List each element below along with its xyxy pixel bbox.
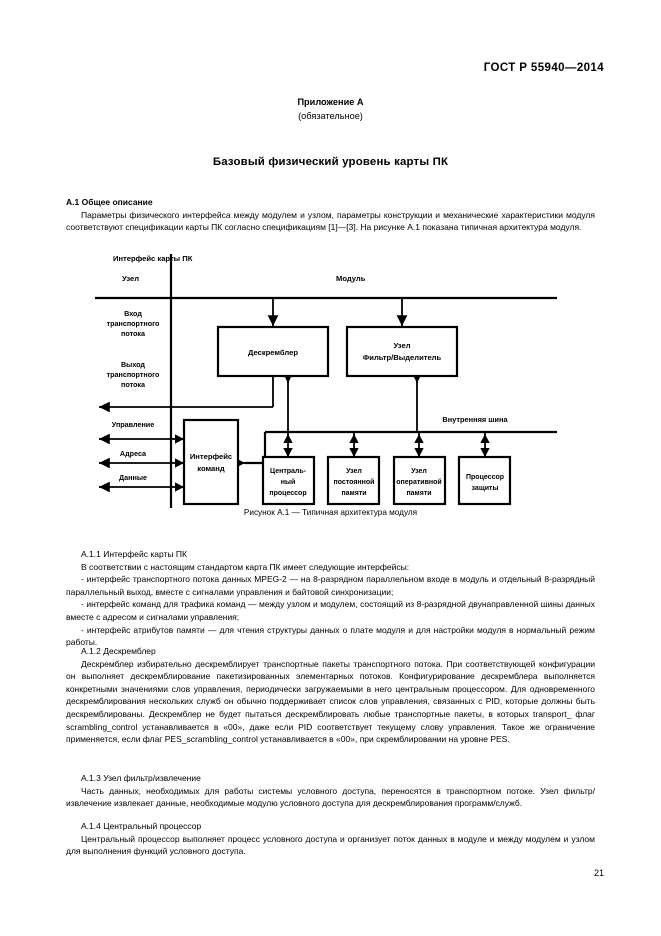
label-address: Адреса: [120, 449, 147, 458]
figure-label-node: Узел: [122, 274, 139, 283]
section-a12: А.1.2 Дескремблер Дескремблер избиратель…: [66, 645, 595, 746]
section-a13-paragraph: Часть данных, необходимых для работы сис…: [66, 785, 595, 809]
box-label-rom-l2: постоянной: [334, 478, 375, 486]
section-a14-paragraph: Центральный процессор выполняет процесс …: [66, 833, 595, 857]
section-a11-bullet-3: - интерфейс атрибутов памяти — для чтени…: [66, 624, 595, 648]
box-label-secproc-l2: защиты: [472, 485, 499, 492]
section-a12-paragraph: Дескремблер избирательно дескремблирует …: [66, 658, 595, 745]
section-a14: А.1.4 Центральный процессор Центральный …: [66, 820, 595, 858]
box-filter-node: [345, 325, 459, 378]
label-data: Данные: [119, 473, 147, 482]
section-a11-bullet-2: - интерфейс команд для трафика команд — …: [66, 599, 595, 622]
figure-label-module: Модуль: [336, 274, 366, 283]
label-ts-input-l1: Вход: [124, 309, 142, 318]
box-label-secproc-l1: Процессор: [466, 474, 504, 481]
label-ts-output-l2: транспортного: [107, 370, 160, 379]
figure-a1: Интерфейс карты ПК Узел Модуль Вход тран…: [0, 250, 661, 535]
standard-header: ГОСТ Р 55940—2014: [483, 62, 604, 74]
figure-interface-label: Интерфейс карты ПК: [113, 254, 193, 263]
appendix-title: Приложение А: [297, 97, 364, 107]
page-title: Базовый физический уровень карты ПК: [212, 156, 449, 168]
box-label-rom-l3: памяти: [341, 490, 366, 497]
box-label-cmdif-l2: команд: [197, 464, 225, 473]
section-a1-heading: А.1 Общее описание: [66, 197, 153, 207]
box-label-filter-l2: Фильтр/Выделитель: [363, 353, 442, 362]
appendix-subtitle: (обязательное): [298, 110, 363, 121]
section-a1: А.1 Общее описание Параметры физического…: [66, 196, 595, 234]
section-a13: А.1.3 Узел фильтр/извлечение Часть данны…: [66, 772, 595, 810]
box-label-filter-l1: Узел: [393, 341, 410, 350]
box-rom: [326, 455, 381, 506]
box-label-ram-l2: оперативной: [396, 478, 441, 486]
label-ts-input-l2: транспортного: [107, 319, 160, 328]
section-a14-heading: А.1.4 Центральный процессор: [81, 821, 202, 831]
section-a11-intro: В соответствии с настоящим стандартом ка…: [81, 561, 410, 572]
box-command-interface: [182, 418, 240, 506]
section-a11-heading: А.1.1 Интерфейс карты ПК: [81, 549, 187, 559]
page-number: 21: [593, 868, 604, 878]
box-descrambler: [216, 325, 330, 378]
label-control: Управление: [112, 420, 154, 429]
box-cpu: [261, 455, 316, 506]
box-label-cmdif-l1: Интерфейс: [190, 452, 232, 461]
label-internal-bus: Внутренняя шина: [442, 415, 508, 424]
section-a13-heading: А.1.3 Узел фильтр/извлечение: [81, 773, 201, 783]
section-a12-heading: А.1.2 Дескремблер: [81, 646, 156, 656]
box-label-ram-l3: памяти: [406, 490, 431, 497]
box-label-cpu-l3: процессор: [269, 490, 306, 497]
label-ts-input-l3: потока: [121, 329, 146, 338]
box-label-rom-l1: Узел: [346, 468, 362, 475]
label-ts-output-l1: Выход: [121, 360, 145, 369]
section-a11: А.1.1 Интерфейс карты ПК В соответствии …: [66, 548, 595, 649]
box-ram: [392, 455, 447, 506]
section-a1-paragraph: Параметры физического интерфейса между м…: [66, 209, 595, 233]
box-label-cpu-l1: Централь-: [270, 468, 307, 475]
box-label-cpu-l2: ный: [281, 478, 296, 486]
box-security-processor: [457, 455, 512, 506]
box-label-ram-l1: Узел: [411, 468, 427, 475]
section-a11-bullet-1: - интерфейс транспортного потока данных …: [66, 574, 595, 597]
label-ts-output-l3: потока: [121, 380, 146, 389]
appendix-heading: Приложение А (обязательное): [0, 96, 661, 123]
box-label-descrambler: Дескремблер: [248, 348, 298, 357]
figure-caption: Рисунок А.1 — Типичная архитектура модул…: [243, 508, 418, 517]
